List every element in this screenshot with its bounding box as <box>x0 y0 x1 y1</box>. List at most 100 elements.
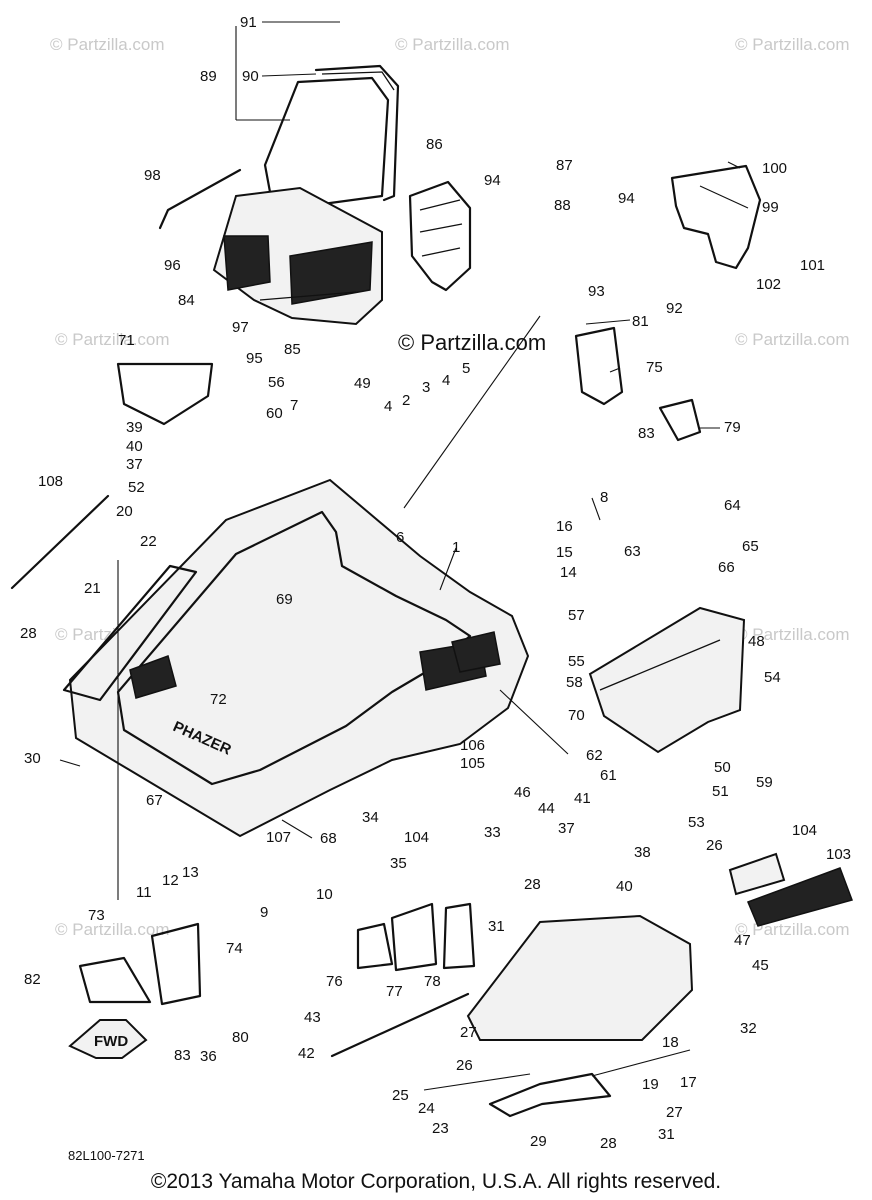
callout-label: 63 <box>624 543 641 560</box>
callout-label: 61 <box>600 767 617 784</box>
windshield <box>263 64 400 208</box>
callout-label: 83 <box>174 1047 191 1064</box>
callout-label: 44 <box>538 800 555 817</box>
callout-label: 52 <box>128 479 145 496</box>
callout-label: 32 <box>740 1020 757 1037</box>
callout-label: 94 <box>484 172 501 189</box>
leader-lines <box>59 21 749 1091</box>
callout-label: 91 <box>240 14 257 31</box>
callout-label: 24 <box>418 1100 435 1117</box>
watermark: © Partzilla.com <box>735 35 850 54</box>
callout-label: 94 <box>618 190 635 207</box>
callout-label: 8 <box>600 489 608 506</box>
callout-label: 71 <box>118 332 135 349</box>
callout-label: 96 <box>164 257 181 274</box>
copyright-footer: ©2013 Yamaha Motor Corporation, U.S.A. A… <box>150 1170 722 1193</box>
callout-label: 39 <box>126 419 143 436</box>
callout-label: 77 <box>386 983 403 1000</box>
callout-label: 69 <box>276 591 293 608</box>
callout-label: 86 <box>426 136 443 153</box>
callout-label: 22 <box>140 533 157 550</box>
callout-label: 75 <box>646 359 663 376</box>
callout-label: 10 <box>316 886 333 903</box>
callout-label: 67 <box>146 792 163 809</box>
callout-label: 17 <box>680 1074 697 1091</box>
watermark-center: © Partzilla.com <box>398 330 546 355</box>
callout-label: 4 <box>442 372 450 389</box>
callout-label: 57 <box>568 607 585 624</box>
watermark: © Partzilla.com <box>395 35 510 54</box>
callout-label: 60 <box>266 405 283 422</box>
callout-label: 9 <box>260 904 268 921</box>
callout-label: 37 <box>126 456 143 473</box>
callout-label: 27 <box>666 1104 683 1121</box>
callout-label: 56 <box>268 374 285 391</box>
callout-label: 19 <box>642 1076 659 1093</box>
callout-label: 40 <box>616 878 633 895</box>
callout-label: 26 <box>706 837 723 854</box>
callout-label: 103 <box>826 846 851 863</box>
watermark: © Partzilla.com <box>735 625 850 644</box>
callout-label: 33 <box>484 824 501 841</box>
callout-label: 37 <box>558 820 575 837</box>
callout-label: 55 <box>568 653 585 670</box>
callout-label: 25 <box>392 1087 409 1104</box>
callout-label: 85 <box>284 341 301 358</box>
callout-label: 93 <box>588 283 605 300</box>
callout-label: 64 <box>724 497 741 514</box>
lower-belly-pan <box>330 914 694 1118</box>
callout-label: 40 <box>126 438 143 455</box>
callout-label: 59 <box>756 774 773 791</box>
callout-label: 90 <box>242 68 259 85</box>
callout-label: 72 <box>210 691 227 708</box>
callout-label: 28 <box>20 625 37 642</box>
callout-label: 13 <box>182 864 199 881</box>
right-plate <box>670 164 762 270</box>
callout-label: 46 <box>514 784 531 801</box>
main-hood: PHAZER <box>68 478 530 838</box>
callout-label: 2 <box>402 392 410 409</box>
callout-label: 4 <box>384 398 392 415</box>
callout-label: 68 <box>320 830 337 847</box>
callout-label: 43 <box>304 1009 321 1026</box>
watermark: © Partzilla.com <box>50 35 165 54</box>
callout-label: 51 <box>712 783 729 800</box>
callout-label: 80 <box>232 1029 249 1046</box>
callout-label: 3 <box>422 379 430 396</box>
watermark: © Partzilla.com <box>55 920 170 939</box>
watermark-layer: © Partzilla.com © Partzilla.com © Partzi… <box>50 35 850 939</box>
callout-label: 98 <box>144 167 161 184</box>
callout-label: 89 <box>200 68 217 85</box>
callout-label: 105 <box>460 755 485 772</box>
side-panel-right <box>588 606 746 754</box>
callout-label: 49 <box>354 375 371 392</box>
watermark: © Partzilla.com <box>55 330 170 349</box>
callout-label: 65 <box>742 538 759 555</box>
callout-label: 48 <box>748 633 765 650</box>
callout-label: 35 <box>390 855 407 872</box>
callout-layer: 91 89 90 86 87 88 94 100 99 98 96 84 97 … <box>20 14 851 1152</box>
callout-label: 20 <box>116 503 133 520</box>
callout-label: 42 <box>298 1045 315 1062</box>
diagram-code: 82L100-7271 <box>68 1148 145 1163</box>
callout-label: 106 <box>460 737 485 754</box>
callout-label: 54 <box>764 669 781 686</box>
callout-label: 14 <box>560 564 577 581</box>
callout-label: 74 <box>226 940 243 957</box>
callout-label: 95 <box>246 350 263 367</box>
callout-label: 100 <box>762 160 787 177</box>
callout-label: 87 <box>556 157 573 174</box>
callout-label: 58 <box>566 674 583 691</box>
callout-label: 38 <box>634 844 651 861</box>
callout-label: 99 <box>762 199 779 216</box>
callout-label: 31 <box>658 1126 675 1143</box>
callout-label: 108 <box>38 473 63 490</box>
callout-label: 45 <box>752 957 769 974</box>
callout-label: 62 <box>586 747 603 764</box>
watermark: © Partzilla.com <box>735 330 850 349</box>
callout-label: 76 <box>326 973 343 990</box>
callout-label: 29 <box>530 1133 547 1150</box>
callout-label: 18 <box>662 1034 679 1051</box>
small-decals <box>78 326 853 1006</box>
